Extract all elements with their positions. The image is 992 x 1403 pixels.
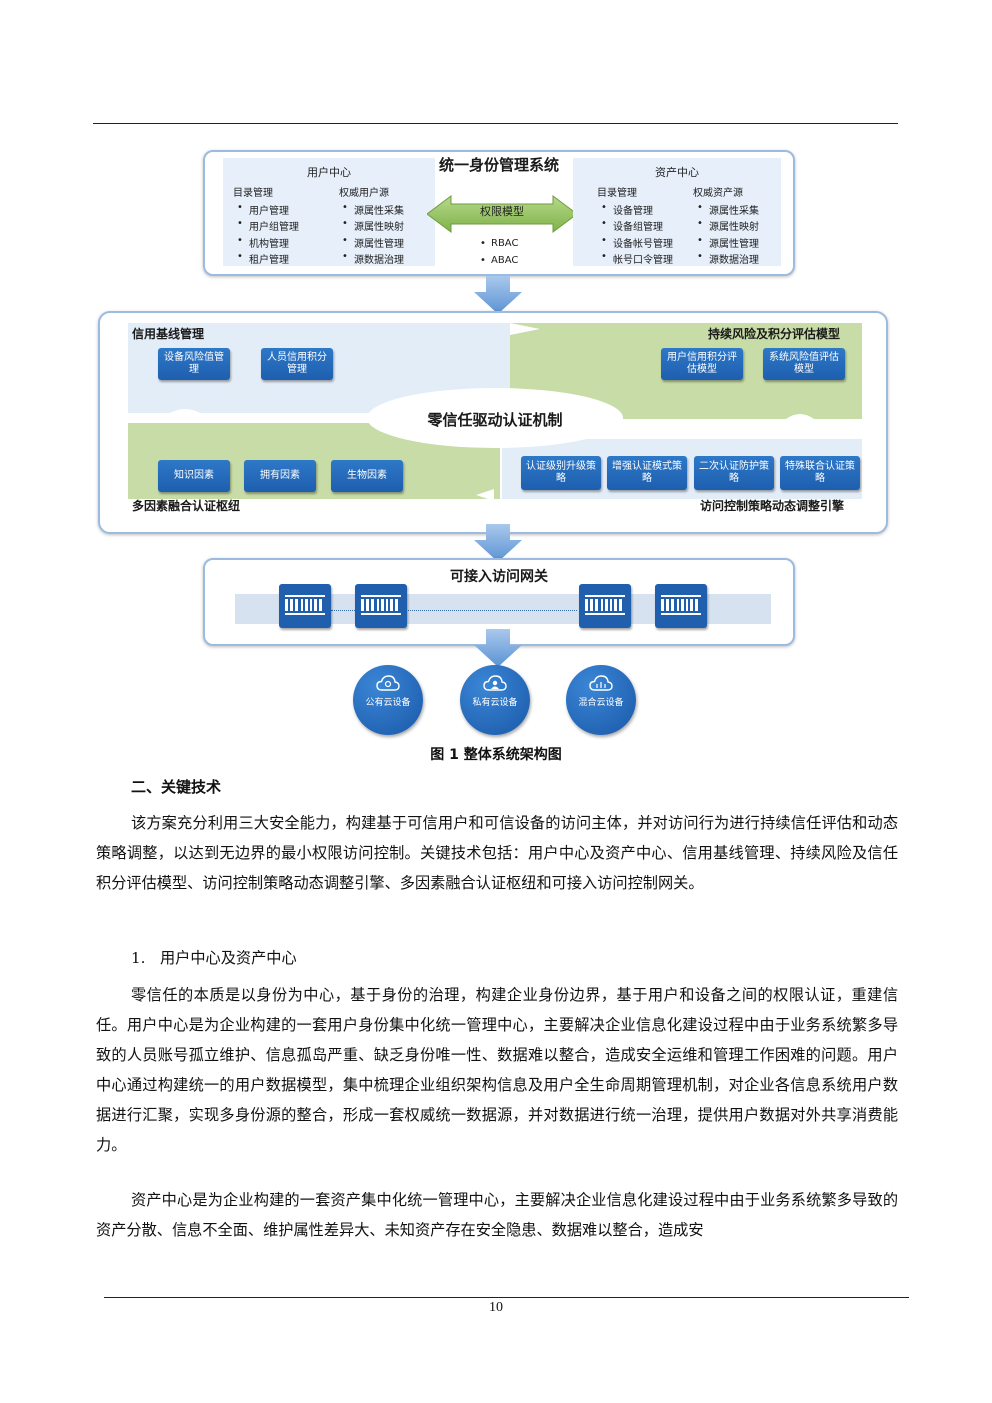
user-col1-item: 用户管理 xyxy=(237,202,289,217)
user-col2-item: 源属性管理 xyxy=(342,235,404,250)
gateway-server-icon xyxy=(279,584,331,628)
user-credit-model-button: 用户信用积分评估模型 xyxy=(661,348,743,380)
permission-item-abac: ABAC xyxy=(480,255,519,266)
asset-col2-title: 权威资产源 xyxy=(693,188,743,199)
asset-col1-item: 帐号口令管理 xyxy=(601,251,673,266)
hybrid-cloud-device: 混合云设备 xyxy=(566,665,636,735)
section-heading: 二、关键技术 xyxy=(131,778,222,796)
credit-baseline-label: 信用基线管理 xyxy=(132,327,205,341)
system-title: 统一身份管理系统 xyxy=(438,156,559,174)
subheading-user-asset-center: 1. 用户中心及资产中心 xyxy=(131,949,297,967)
hybrid-cloud-icon xyxy=(589,675,613,691)
user-col2-title: 权威用户源 xyxy=(339,188,389,199)
paragraph-key-tech: 该方案充分利用三大安全能力，构建基于可信用户和可信设备的访问主体，并对访问行为进… xyxy=(96,814,898,892)
public-cloud-device: 公有云设备 xyxy=(353,665,423,735)
gateway-server-icon xyxy=(655,584,707,628)
user-col2-item: 源属性映射 xyxy=(342,218,404,233)
asset-col1-item: 设备组管理 xyxy=(601,218,663,233)
cloud-label: 混合云设备 xyxy=(578,698,624,708)
gateway-server-icon xyxy=(579,584,631,628)
header-rule xyxy=(93,123,898,124)
down-arrow-icon xyxy=(474,629,522,667)
asset-col1-title: 目录管理 xyxy=(597,188,637,199)
down-arrow-icon xyxy=(474,524,522,562)
user-col2-item: 源数据治理 xyxy=(342,251,404,266)
double-arrow-icon xyxy=(427,195,577,233)
permission-item-rbac: RBAC xyxy=(480,238,519,249)
asset-col2-item: 源属性采集 xyxy=(697,202,759,217)
secondary-auth-policy-button: 二次认证防护策略 xyxy=(694,456,774,490)
private-cloud-icon xyxy=(483,675,507,691)
private-cloud-device: 私有云设备 xyxy=(460,665,530,735)
asset-center-panel: 资产中心 目录管理 权威资产源 设备管理 设备组管理 设备帐号管理 帐号口令管理… xyxy=(573,158,781,266)
asset-col2-item: 源属性管理 xyxy=(697,235,759,250)
auth-level-policy-button: 认证级别升级策略 xyxy=(521,456,601,490)
user-col2-item: 源属性采集 xyxy=(342,202,404,217)
paragraph-user-center: 零信任的本质是以身份为中心，基于身份的治理，构建企业身份边界，基于用户和设备之间… xyxy=(96,986,898,1154)
permission-model-label: 权限模型 xyxy=(480,205,524,218)
mfa-hub-label: 多因素融合认证枢纽 xyxy=(132,499,241,513)
zero-trust-box: 信用基线管理 设备风险值管理 人员信用积分管理 持续风险及积分评估模型 用户信用… xyxy=(98,311,888,534)
page-number: 10 xyxy=(489,1300,503,1315)
cloud-label: 公有云设备 xyxy=(365,698,411,708)
user-col1-item: 机构管理 xyxy=(237,235,289,250)
zero-trust-center-label: 零信任驱动认证机制 xyxy=(427,411,563,429)
user-col1-title: 目录管理 xyxy=(233,188,273,199)
footer-rule xyxy=(104,1297,909,1298)
cloud-label: 私有云设备 xyxy=(472,698,518,708)
person-credit-button: 人员信用积分管理 xyxy=(261,348,333,380)
asset-col2-item: 源数据治理 xyxy=(697,251,759,266)
device-risk-button: 设备风险值管理 xyxy=(158,348,230,380)
enhanced-auth-policy-button: 增强认证模式策略 xyxy=(607,456,687,490)
asset-col1-item: 设备帐号管理 xyxy=(601,235,673,250)
down-arrow-icon xyxy=(474,276,522,314)
gateway-link-line xyxy=(331,610,577,611)
asset-col1-item: 设备管理 xyxy=(601,202,653,217)
asset-center-title: 资产中心 xyxy=(655,166,699,179)
system-risk-model-button: 系统风险值评估模型 xyxy=(763,348,845,380)
user-center-title: 用户中心 xyxy=(307,166,351,179)
biometric-factor-button: 生物因素 xyxy=(331,460,403,492)
knowledge-factor-button: 知识因素 xyxy=(158,460,230,492)
gateway-title: 可接入访问网关 xyxy=(450,569,548,585)
user-col1-item: 用户组管理 xyxy=(237,218,299,233)
figure-caption: 图 1 整体系统架构图 xyxy=(430,747,562,763)
paragraph-asset-center: 资产中心是为企业构建的一套资产集中化统一管理中心，主要解决企业信息化建设过程中由… xyxy=(96,1191,898,1239)
policy-engine-label: 访问控制策略动态调整引擎 xyxy=(700,499,845,513)
user-center-panel: 用户中心 目录管理 权威用户源 用户管理 用户组管理 机构管理 租户管理 源属性… xyxy=(223,158,435,266)
cloud-icon xyxy=(376,675,400,691)
possession-factor-button: 拥有因素 xyxy=(244,460,316,492)
asset-col2-item: 源属性映射 xyxy=(697,218,759,233)
user-col1-item: 租户管理 xyxy=(237,251,289,266)
identity-system-box: 用户中心 目录管理 权威用户源 用户管理 用户组管理 机构管理 租户管理 源属性… xyxy=(203,150,795,276)
joint-auth-policy-button: 特殊联合认证策略 xyxy=(780,456,860,490)
gateway-server-icon xyxy=(355,584,407,628)
risk-model-label: 持续风险及积分评估模型 xyxy=(708,327,841,341)
